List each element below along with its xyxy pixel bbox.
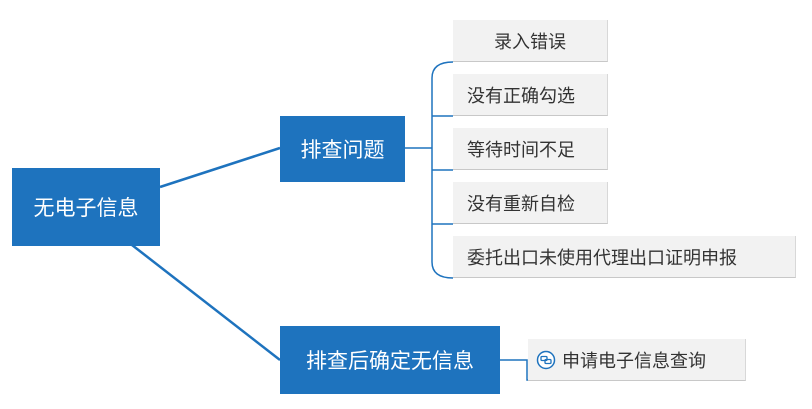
leaf-node-label: 等待时间不足 <box>467 139 575 161</box>
leaf-node-apply-query[interactable]: 申请电子信息查询 <box>528 339 746 381</box>
root-node-label: 无电子信息 <box>33 196 139 220</box>
branch-node-confirm-label: 排查后确定无信息 <box>306 349 474 373</box>
leaf-node-no-recheck[interactable]: 没有重新自检 <box>453 182 608 224</box>
branch-node-check[interactable]: 排查问题 <box>280 116 405 182</box>
leaf-node-not-checked[interactable]: 没有正确勾选 <box>453 74 608 116</box>
connector-root-check <box>159 146 281 189</box>
leaf-node-wait-time[interactable]: 等待时间不足 <box>453 128 608 170</box>
branch-node-check-label: 排查问题 <box>300 138 385 162</box>
leaf-node-input-error[interactable]: 录入错误 <box>453 20 608 62</box>
leaf-node-label: 没有正确勾选 <box>467 85 575 107</box>
leaf-node-label: 申请电子信息查询 <box>562 350 706 372</box>
connector-root-confirm <box>131 244 281 361</box>
link-icon[interactable] <box>536 350 556 370</box>
branch-node-confirm[interactable]: 排查后确定无信息 <box>280 326 500 394</box>
leaf-node-label: 录入错误 <box>494 31 566 53</box>
leaf-node-agency-export[interactable]: 委托出口未使用代理出口证明申报 <box>453 236 796 278</box>
root-node[interactable]: 无电子信息 <box>12 168 160 246</box>
leaf-node-label: 委托出口未使用代理出口证明申报 <box>467 247 737 269</box>
leaf-node-label: 没有重新自检 <box>467 193 575 215</box>
